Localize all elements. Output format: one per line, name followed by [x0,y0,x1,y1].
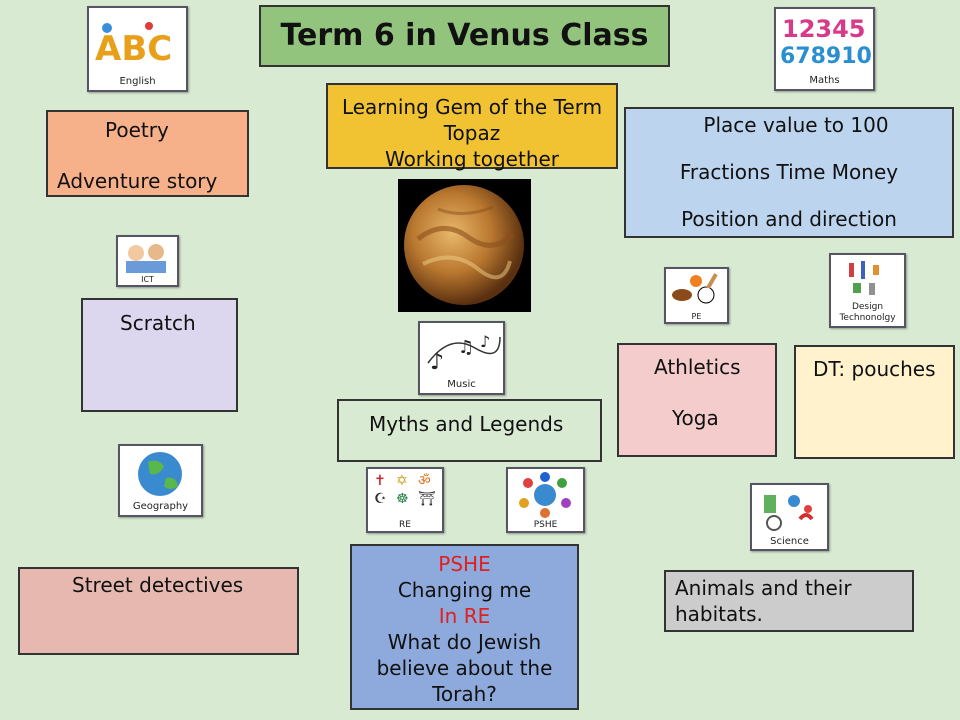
maths-line-3: Position and direction [681,207,897,231]
pshe-topic: Changing me [397,578,532,602]
ict-icon-label: ICT [141,275,154,284]
pshe-heading: PSHE [438,552,491,576]
svg-text:♫: ♫ [458,337,474,358]
dt-text: DT: pouches [813,357,936,381]
science-icon: Science [750,483,829,551]
re-topic-line-1: What do Jewish [387,630,542,654]
pe-icon: PE [664,267,729,324]
gem-line-3: Working together [384,147,560,171]
svg-text:ॐ: ॐ [418,473,431,489]
maths-icon-label: Maths [809,75,840,86]
music-note-glyph: ♪ [430,350,444,375]
gem-line-1: Learning Gem of the Term [341,95,603,119]
digits-row-1: 12345 [782,15,866,43]
page-title-box: Term 6 in Venus Class [259,5,670,67]
re-icon-label: RE [399,520,411,530]
re-icon: ✝ ✡ ॐ ☪ ☸ ⛩ RE [366,467,444,533]
science-line-2: habitats. [675,602,763,626]
pe-line-2: Yoga [672,406,719,430]
music-text: Myths and Legends [369,412,564,436]
pe-box: Athletics Yoga [617,343,777,457]
digits-row-2: 678910 [780,44,872,69]
geography-icon-label: Geography [132,501,189,512]
learning-gem-box: Learning Gem of the Term Topaz Working t… [326,83,618,171]
venus-planet-image [398,179,531,312]
computing-box: Scratch [81,298,238,412]
science-icon-label: Science [770,536,809,547]
music-box: Myths and Legends [337,399,602,462]
maths-line-1: Place value to 100 [703,113,889,137]
pshe-re-box: PSHE Changing me In RE What do Jewish be… [350,544,579,710]
svg-text:☪: ☪ [374,491,387,507]
design-technology-icon: Design Technonolgy [829,253,906,328]
science-line-1: Animals and their [675,576,852,600]
re-topic-line-3: Torah? [432,682,497,706]
english-box: Poetry Adventure story [46,110,249,197]
computing-text: Scratch [120,311,196,335]
english-line-1: Poetry [105,118,169,142]
geography-text: Street detectives [72,573,244,597]
music-icon-label: Music [447,379,476,390]
svg-text:✡: ✡ [396,473,408,489]
english-line-2: Adventure story [57,169,218,193]
ict-icon: ICT [116,235,179,287]
science-box: Animals and their habitats. [664,570,914,632]
maths-line-2: Fractions Time Money [679,160,899,184]
svg-text:✝: ✝ [374,473,386,489]
svg-text:⛩: ⛩ [418,491,436,507]
page-title: Term 6 in Venus Class [280,18,649,53]
music-icon: ♪ ♫ ♪ Music [418,321,505,395]
geography-icon: Geography [118,444,203,517]
pshe-icon: PSHE [506,467,585,533]
gem-line-2: Topaz [443,121,501,145]
pshe-icon-label: PSHE [533,520,558,530]
english-icon: ABC English [87,6,188,92]
svg-text:♪: ♪ [480,332,490,351]
pe-icon-label: PE [691,312,702,321]
maths-box: Place value to 100 Fractions Time Money … [624,107,954,238]
re-heading: In RE [438,604,491,628]
abc-letters: ABC [95,29,172,69]
english-icon-label: English [119,76,156,87]
maths-icon: 12345 678910 Maths [774,7,875,91]
dt-box: DT: pouches [794,345,955,459]
dt-icon-label: Design Technonolgy [839,302,896,323]
pe-line-1: Athletics [654,355,741,379]
re-topic-line-2: believe about the [376,656,553,680]
geography-box: Street detectives [18,567,299,655]
svg-text:☸: ☸ [396,491,409,507]
